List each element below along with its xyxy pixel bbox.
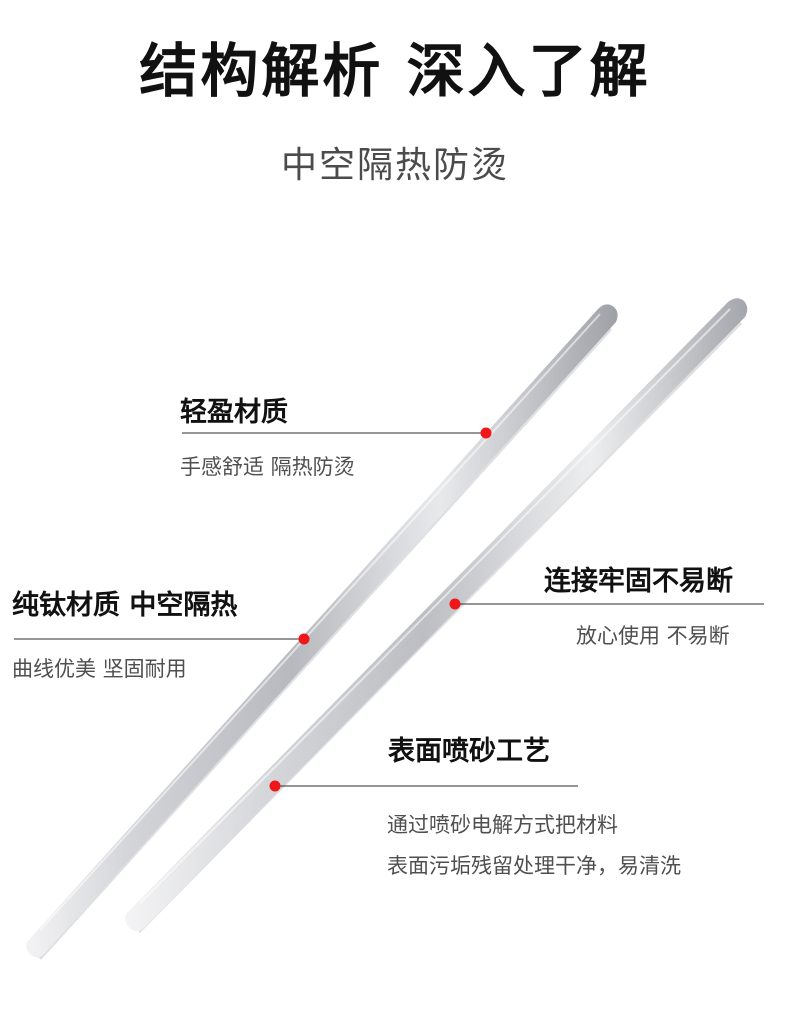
right-chopstick [125,298,748,933]
callout-title-pure-titanium: 纯钛材质 中空隔热 [12,590,238,621]
callout-desc-sandblasted-surface: 通过喷砂电解方式把材料 表面污垢残留处理干净，易清洗 [387,815,681,897]
callout-title-secure-connection: 连接牢固不易断 [544,566,733,597]
left-chopstick-body [26,304,618,958]
page-title: 结构解析 深入了解 [139,37,651,105]
middle-left-callout-dot [298,633,310,645]
callout-desc-lightweight-material: 手感舒适 隔热防烫 [180,455,355,479]
left-chopstick-highlight [39,313,601,931]
right-chopstick-body [125,298,748,932]
top-left-callout-dot [480,427,492,439]
annotation-lines [14,432,764,787]
bottom-right-callout-dot [269,780,281,792]
callout-desc-sandblasted-surface-line-1: 通过喷砂电解方式把材料 [387,813,618,837]
middle-right-callout-dot [449,598,461,610]
annotation-markers [269,427,492,792]
callout-desc-secure-connection: 放心使用 不易断 [576,624,730,648]
right-chopstick-highlight [139,308,731,904]
left-chopstick [26,304,618,960]
callout-title-lightweight-material: 轻盈材质 [180,397,288,428]
callout-title-sandblasted-surface: 表面喷砂工艺 [388,736,550,767]
callout-desc-sandblasted-surface-line-2: 表面污垢残留处理干净，易清洗 [387,854,681,878]
callout-desc-pure-titanium: 曲线优美 坚固耐用 [12,657,187,681]
page-subtitle: 中空隔热防烫 [280,145,509,186]
